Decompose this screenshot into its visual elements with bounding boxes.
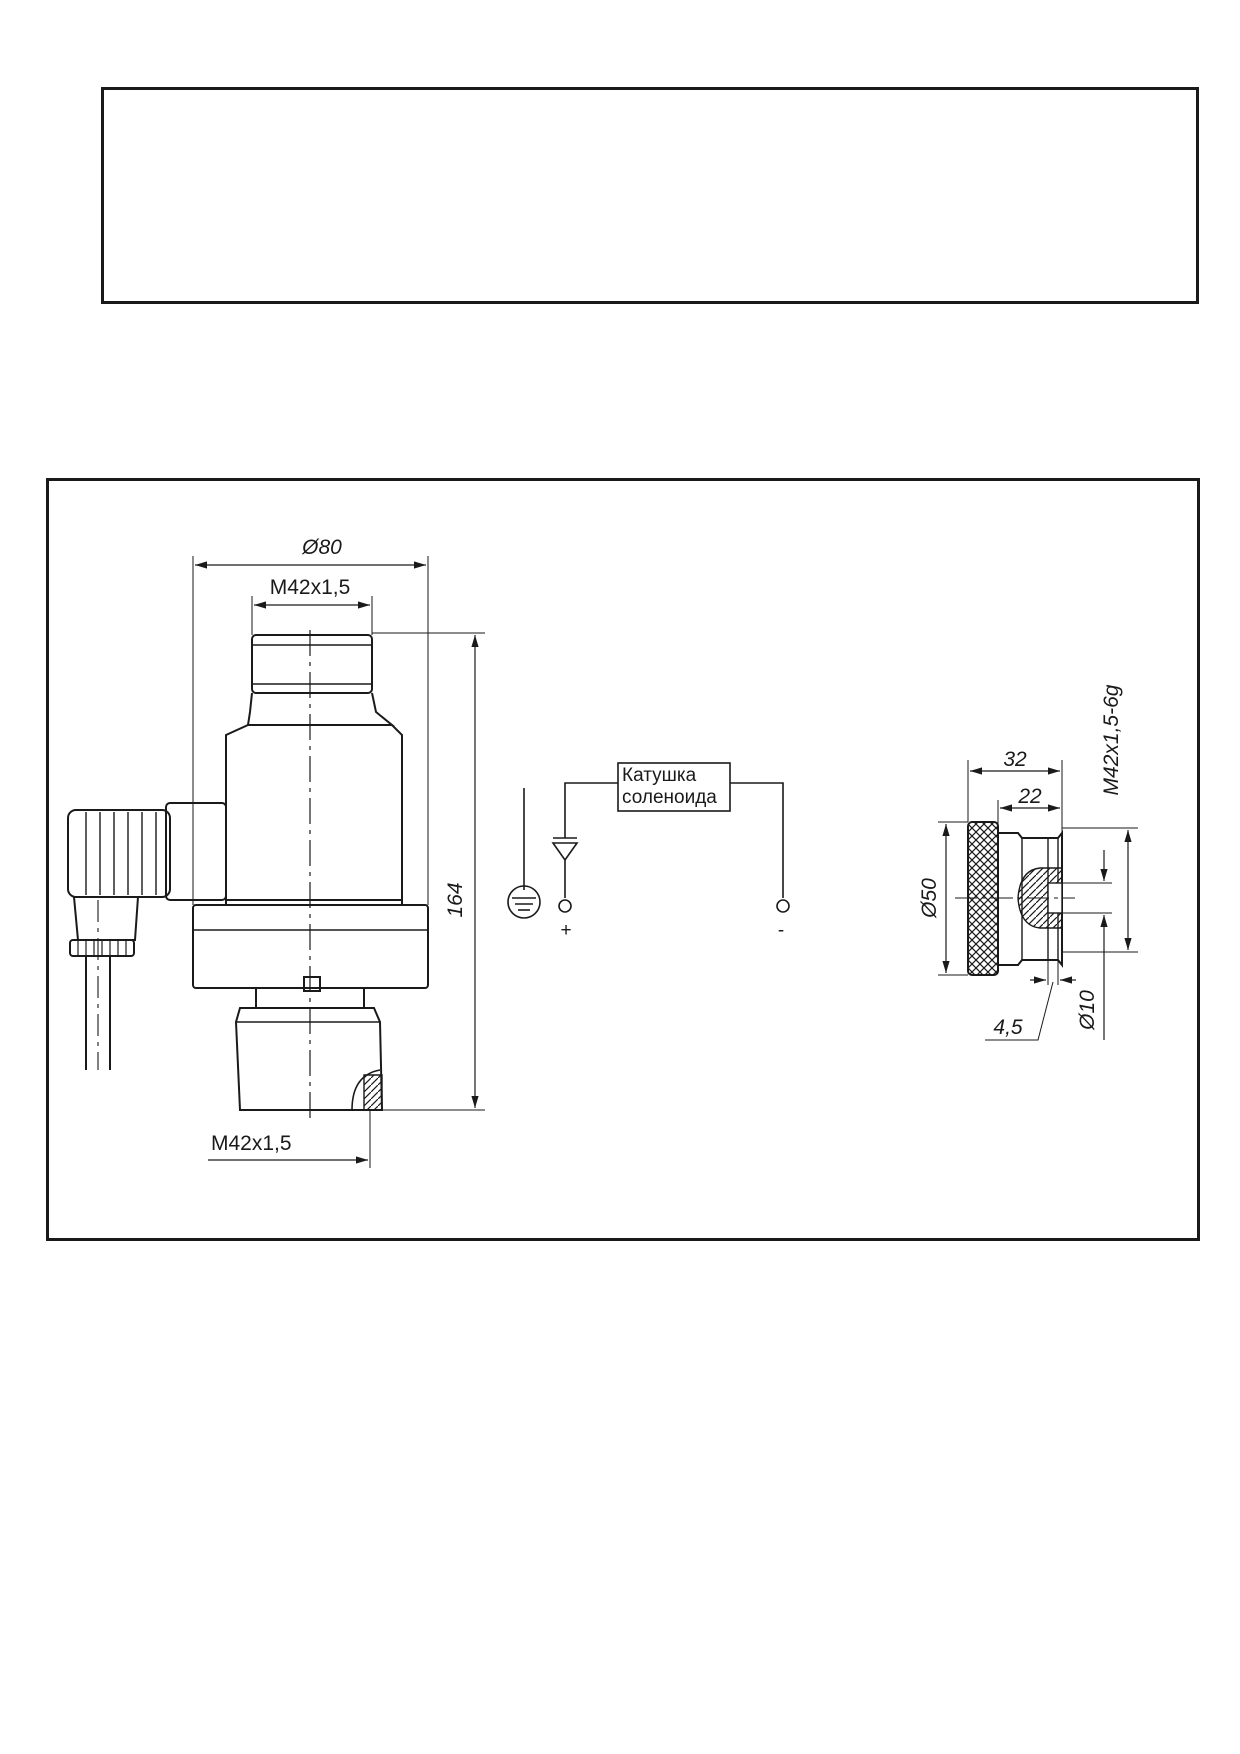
valve-body — [225, 724, 403, 901]
connector-plug — [67, 809, 171, 898]
valve-view — [67, 556, 485, 1168]
valve-top-thread — [251, 634, 373, 694]
nut-threaded-body — [997, 830, 1063, 968]
solenoid-coil-box — [617, 762, 731, 812]
valve-bottom-thread — [234, 1007, 384, 1111]
dim-length-thread: 22 — [1017, 785, 1042, 808]
wiring-schematic — [507, 762, 790, 919]
title-block-frame — [101, 87, 1199, 304]
coil-label-line2: соленоида — [622, 787, 717, 808]
ground-icon — [507, 885, 541, 919]
dim-nut-diameter: Ø50 — [918, 878, 941, 919]
terminal-minus-icon — [776, 899, 790, 913]
terminal-plus-icon — [558, 899, 572, 913]
cable-gland — [72, 896, 140, 941]
dim-thread-top: M42x1,5 — [270, 576, 351, 599]
dim-height: 164 — [444, 882, 467, 917]
coil-label-line1: Катушка — [622, 765, 697, 786]
valve-neck — [246, 692, 395, 726]
connector-body — [165, 802, 227, 901]
nut-view — [938, 760, 1138, 1041]
terminal-plus-label: + — [560, 920, 571, 941]
dim-length-total: 32 — [1003, 748, 1027, 771]
terminal-minus-label: - — [778, 920, 784, 941]
dim-groove: 4,5 — [993, 1016, 1023, 1039]
diode-icon — [551, 842, 579, 862]
dim-thread-bottom: M42x1,5 — [211, 1132, 292, 1155]
dim-diameter-outer: Ø80 — [301, 536, 342, 559]
drawing-frame — [46, 478, 1200, 1241]
dim-bore: Ø10 — [1076, 990, 1099, 1031]
dim-nut-thread: M42x1,5-6g — [1100, 684, 1123, 795]
